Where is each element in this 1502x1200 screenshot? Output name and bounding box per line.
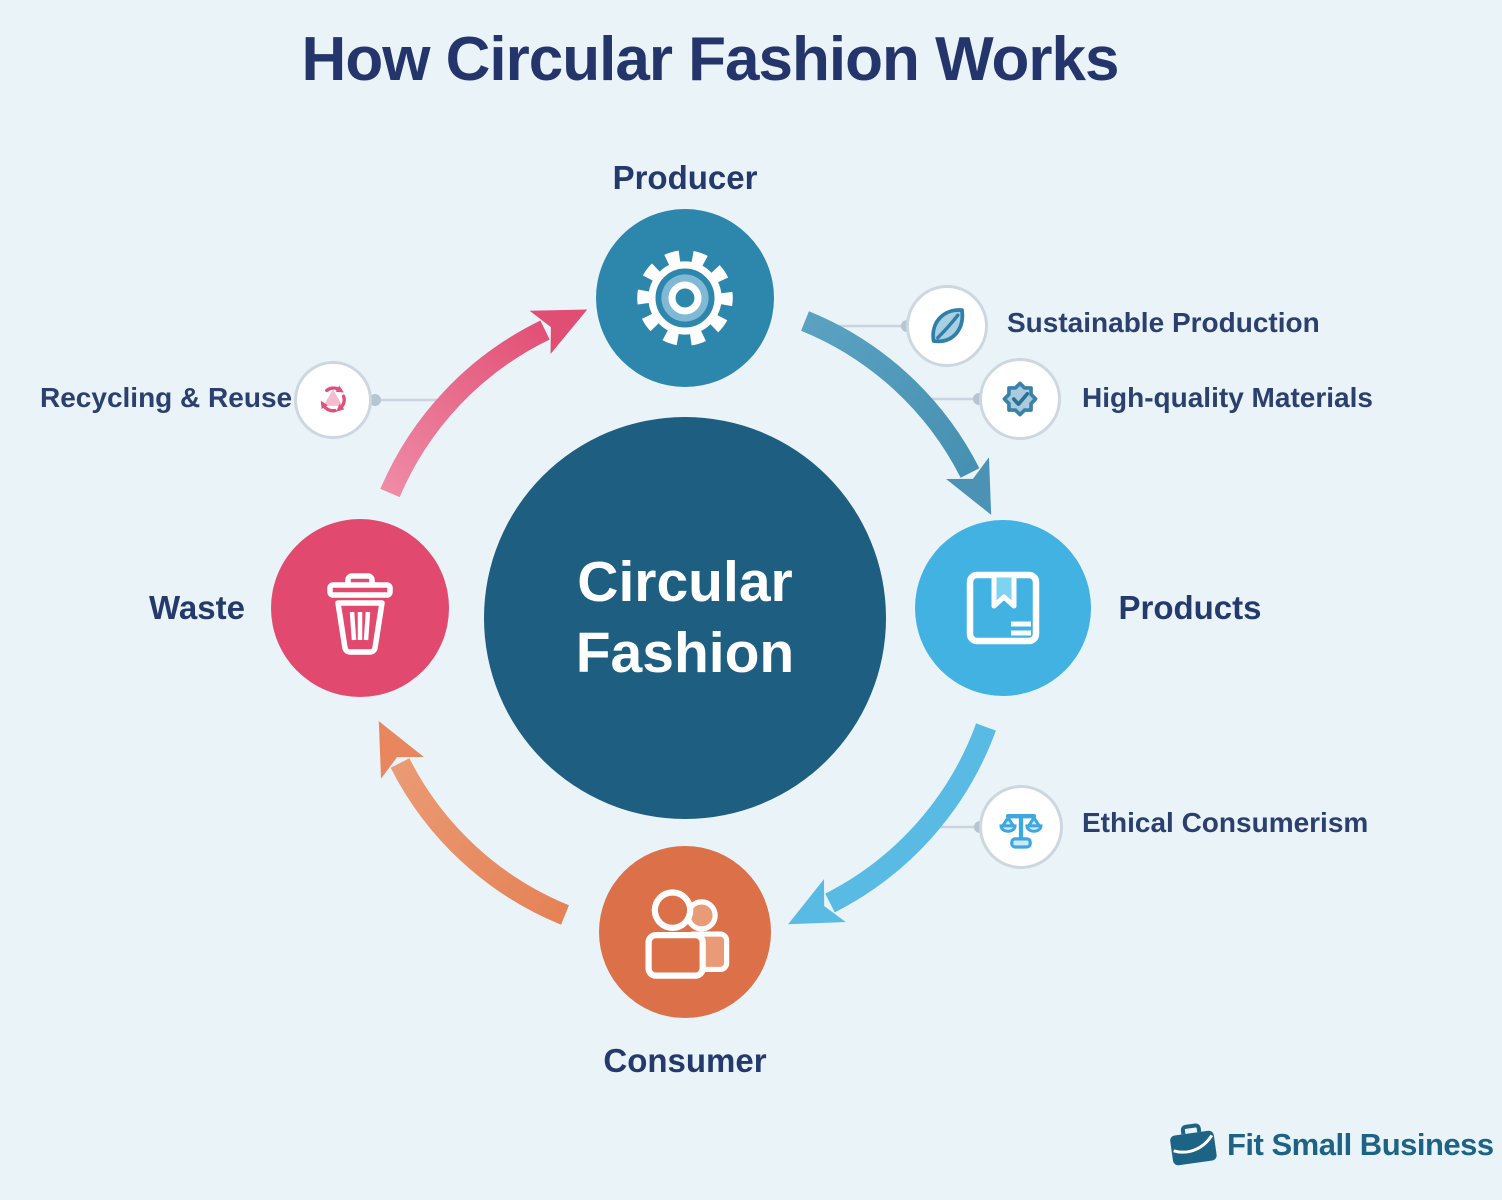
label-products: Products	[1118, 589, 1262, 626]
recycle-icon	[320, 385, 346, 413]
node-producer	[596, 209, 774, 387]
label-waste: Waste	[149, 589, 245, 626]
trash-icon	[327, 573, 393, 655]
node-waste	[271, 519, 449, 697]
arrow-consumer-to-waste	[378, 721, 569, 925]
brand-logo: Fit Small Business	[1168, 1120, 1494, 1170]
label-consumer: Consumer	[603, 1042, 767, 1079]
satellite-high-quality-materials	[979, 358, 1061, 440]
satellite-sustainable-production	[906, 285, 988, 367]
scales-icon	[999, 814, 1043, 849]
label-recycling-reuse: Recycling & Reuse	[40, 382, 293, 413]
label-producer: Producer	[612, 159, 758, 196]
brand-name: Fit Small Business	[1227, 1127, 1494, 1162]
arrow-waste-to-producer	[380, 309, 588, 498]
arrow-products-to-consumer	[788, 723, 996, 925]
satellite-recycling-reuse	[294, 361, 372, 439]
package-icon	[966, 571, 1040, 645]
center-circle: Circular Fashion	[484, 417, 886, 819]
label-ethical-consumerism: Ethical Consumerism	[1082, 807, 1369, 838]
arrow-producer-to-products	[801, 311, 992, 515]
center-label: Circular Fashion	[575, 549, 795, 685]
leaf-icon	[931, 308, 965, 344]
node-products	[915, 520, 1091, 696]
badge-check-icon	[1002, 381, 1038, 417]
briefcase-icon	[1170, 1123, 1217, 1166]
people-icon	[645, 889, 730, 979]
label-sustainable-production: Sustainable Production	[1007, 307, 1320, 338]
gear-icon	[637, 250, 733, 346]
satellite-ethical-consumerism	[979, 785, 1063, 869]
label-high-quality-materials: High-quality Materials	[1082, 382, 1373, 413]
node-consumer	[599, 846, 771, 1018]
page-title: How Circular Fashion Works	[301, 25, 1120, 94]
